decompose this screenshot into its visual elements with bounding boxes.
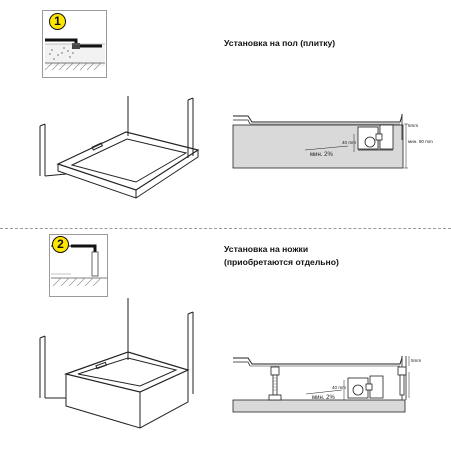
dim-top-label-2: 5mm: [411, 358, 421, 363]
tray-perspective-floor: [39, 96, 200, 199]
dim-trap-label-2: 40 mm: [332, 385, 346, 390]
dim-right-label-1: мин. 90 mm: [408, 139, 433, 144]
dim-trap-label-1: 40 mm: [342, 140, 356, 145]
slope-label-1: мин. 2%: [310, 152, 333, 158]
section2-title-line1: Установка на ножки: [224, 244, 309, 254]
detail-icon-floor: [42, 10, 107, 78]
section1-title: Установка на пол (плитку): [224, 38, 336, 48]
section-divider: [0, 228, 451, 229]
cross-section-floor: 40 mm мин. 2% 5mm мин. 90 mm: [232, 114, 433, 169]
dim-top-label-1: 5mm: [408, 123, 418, 128]
cross-section-legs: 40 mm мин. 2% 5mm: [232, 356, 421, 413]
tray-perspective-legs: [39, 298, 194, 429]
step-badge-1: 1: [49, 13, 66, 30]
step-badge-2: 2: [52, 236, 69, 253]
slope-label-2: мин. 2%: [312, 395, 335, 401]
section2-title-line2: (приобретаются отдельно): [224, 257, 339, 267]
